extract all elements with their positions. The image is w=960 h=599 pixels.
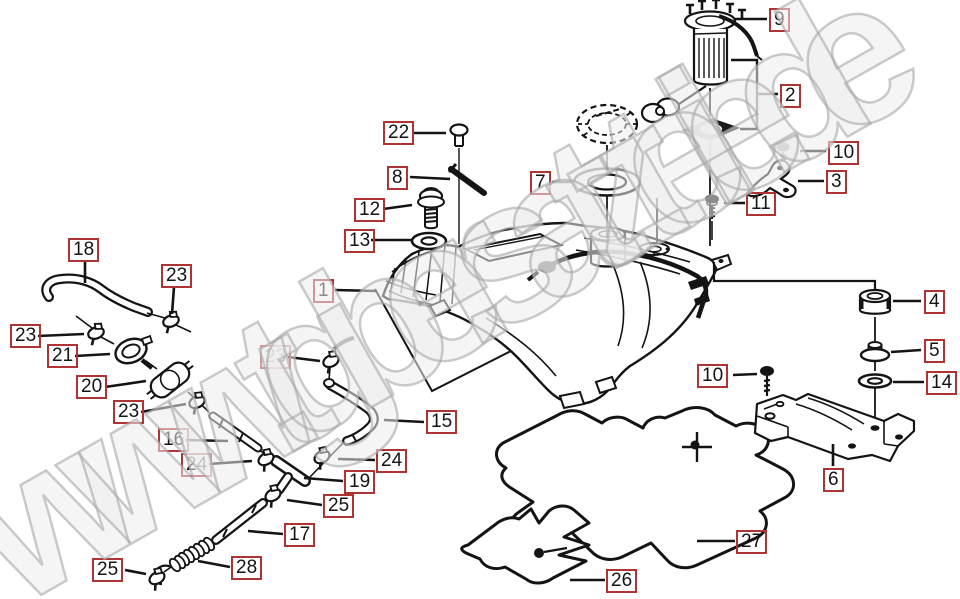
callout-27: 27	[736, 530, 768, 554]
washer-13	[410, 231, 448, 251]
callout-20: 20	[76, 375, 108, 399]
callout-6: 6	[823, 468, 844, 492]
fuel-pump-assembly	[640, 0, 778, 246]
callout-7: 7	[530, 171, 551, 195]
screw-11	[705, 194, 719, 240]
callout-19: 19	[344, 470, 376, 494]
callout-10-bottom: 10	[697, 364, 729, 388]
callout-14: 14	[926, 371, 958, 395]
pump-gasket	[681, 118, 741, 141]
fuel-filter-20	[146, 360, 194, 400]
rubber-grommet-4	[858, 288, 892, 315]
fuel-cap	[575, 103, 639, 168]
bracket-3	[746, 159, 797, 199]
mat-marker-dot	[534, 548, 544, 558]
bolt-12	[417, 187, 445, 230]
screw-22	[449, 123, 469, 244]
callout-26: 26	[606, 569, 638, 593]
spring-28	[168, 536, 216, 573]
callout-15: 15	[426, 410, 458, 434]
callout-21: 21	[47, 344, 79, 368]
fuel-line-chain	[41, 273, 379, 592]
mount-chain-right	[712, 262, 916, 463]
callout-18: 18	[68, 238, 100, 262]
filler-cap-gasket	[572, 167, 642, 238]
leader-lines	[37, 17, 924, 582]
callout-2: 2	[780, 84, 801, 108]
fuel-tank	[381, 221, 733, 410]
callout-3: 3	[826, 170, 847, 194]
callout-23-top: 23	[161, 264, 193, 288]
callout-25-mid: 25	[323, 494, 355, 518]
mounting-bracket-6	[753, 392, 916, 463]
screw-10-top	[776, 142, 790, 165]
washer-14	[857, 373, 893, 389]
callout-10-top: 10	[828, 141, 860, 165]
callout-9: 9	[769, 8, 790, 32]
screw-10-bottom	[760, 366, 774, 396]
t-joint-19	[270, 455, 311, 495]
hose-15	[323, 378, 379, 446]
callout-12: 12	[354, 198, 386, 222]
valve-clamp-21	[114, 334, 154, 370]
tank-fuel-hose	[526, 249, 709, 319]
callout-5: 5	[924, 339, 945, 363]
callout-24-left: 24	[181, 453, 213, 477]
callout-25-bottom: 25	[92, 558, 124, 582]
callout-23-left: 23	[10, 324, 42, 348]
hose-17	[211, 498, 268, 545]
callout-4: 4	[924, 290, 945, 314]
callout-1: 1	[313, 279, 334, 303]
hose-16	[208, 411, 263, 453]
filler-neck	[589, 226, 627, 268]
callout-23-mid: 23	[113, 400, 145, 424]
pin-8	[447, 163, 487, 196]
callout-13: 13	[344, 229, 376, 253]
callout-24-right: 24	[376, 449, 408, 473]
callout-23-center: 23	[260, 345, 292, 369]
alignment-cross-mark	[682, 432, 712, 462]
insulation-mat	[460, 504, 591, 585]
callout-8: 8	[387, 166, 408, 190]
callout-28: 28	[231, 556, 263, 580]
callout-16: 16	[158, 428, 190, 452]
callout-11: 11	[746, 192, 776, 216]
callout-22: 22	[383, 121, 415, 145]
float-arm	[675, 85, 707, 107]
callout-17: 17	[284, 523, 316, 547]
